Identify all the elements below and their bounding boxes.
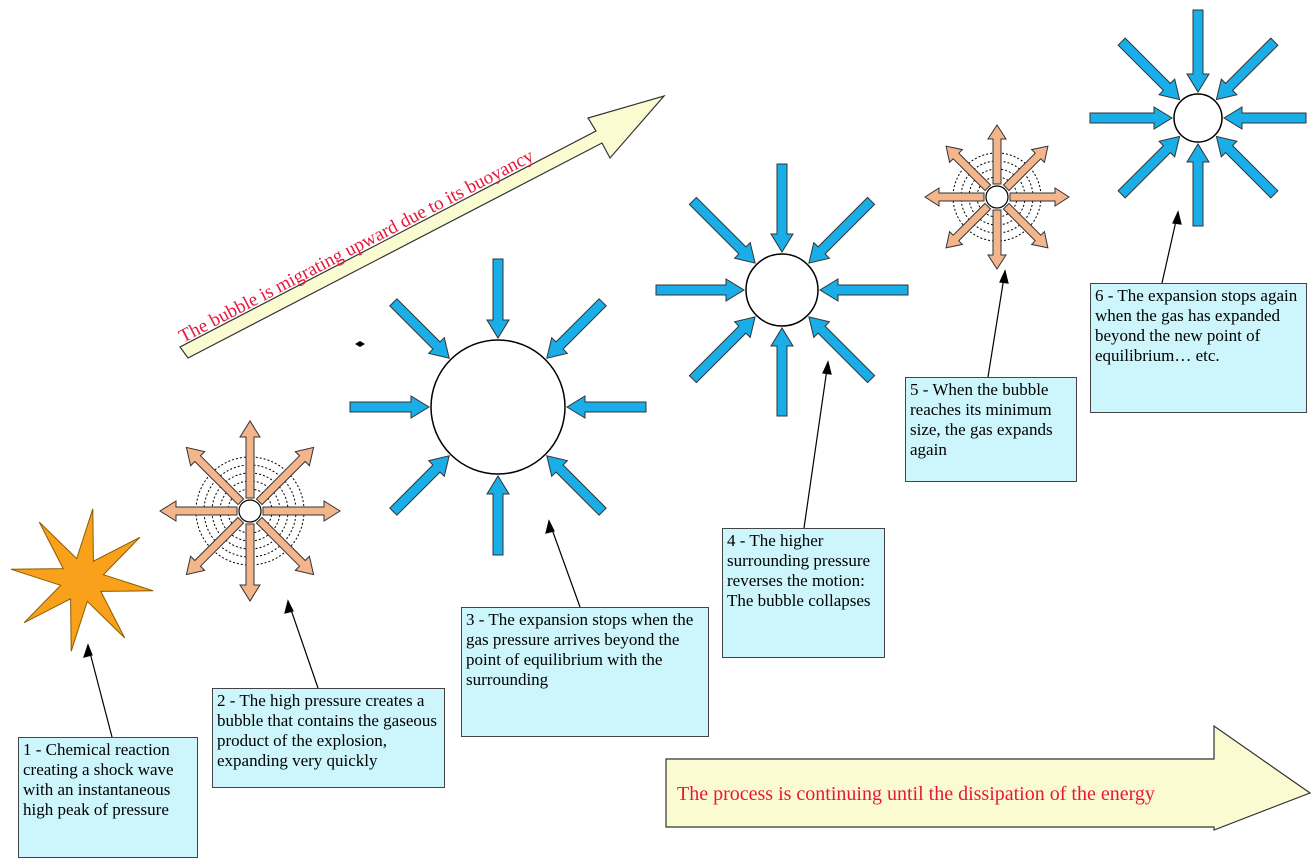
bubble-step6 [1173,93,1223,143]
outward-arrow [185,516,245,576]
inward-arrow [770,163,794,253]
outward-arrow [185,446,245,506]
leader-lines [83,210,1182,738]
process-arrow: The process is continuing until the diss… [665,724,1312,831]
caption-step3: 3 - The expansion stops when the gas pre… [461,607,709,737]
outward-arrow [1002,145,1049,192]
outward-arrow [945,202,992,249]
inward-arrow [1186,9,1210,93]
inward-arrow [1215,37,1279,101]
outward-arrow [1002,202,1049,249]
inward-arrow [389,298,450,359]
inward-arrow [1117,37,1181,101]
arrows-step5 [924,124,1070,270]
inward-arrow [389,455,450,516]
process-label: The process is continuing until the diss… [677,783,1155,805]
arrows-step4 [655,163,909,417]
bubble-step4 [745,253,819,327]
inward-arrow [1089,106,1173,130]
inward-arrow [486,475,510,556]
inward-arrow [566,395,647,419]
inward-arrow [1186,143,1210,227]
inward-arrow [486,258,510,339]
caption-step5: 5 - When the bubble reaches its minimum … [905,377,1077,482]
inward-arrow [349,395,430,419]
outward-arrow [924,187,985,207]
arrows-step6 [1089,9,1307,227]
caption-step6: 6 - The expansion stops again when the g… [1090,283,1307,413]
outward-arrow [255,516,315,576]
caption-step2: 2 - The high pressure creates a bubble t… [212,688,445,788]
explosion-star-icon [10,508,154,652]
inward-arrow [546,298,607,359]
bubble-step3 [430,339,566,475]
outward-arrow [987,124,1007,185]
outward-arrow [987,209,1007,270]
outward-arrow [1009,187,1070,207]
inward-arrow [819,278,909,302]
bubble-step2 [238,499,262,523]
inward-arrow [688,196,756,264]
inward-arrow [688,316,756,384]
outward-arrow [239,523,261,602]
diamond-mark [355,341,365,347]
caption-step4: 4 - The higher surrounding pressure reve… [722,528,885,658]
outward-arrow [159,500,238,522]
inward-arrow [770,327,794,417]
inward-arrow [1215,135,1279,199]
bubble-step5 [985,185,1009,209]
arrows-step3 [349,258,647,556]
inward-arrow [1223,106,1307,130]
outward-arrow [945,145,992,192]
caption-step1: 1 - Chemical reaction creating a shock w… [18,737,198,858]
inward-arrow [808,196,876,264]
inward-arrow [546,455,607,516]
outward-arrow [262,500,341,522]
migration-label: The bubble is migrating upward due to it… [176,145,538,347]
inward-arrow [1117,135,1181,199]
inward-arrow [808,316,876,384]
arrows-step2 [159,420,341,602]
outward-arrow [239,420,261,499]
inward-arrow [655,278,745,302]
outward-arrow [255,446,315,506]
